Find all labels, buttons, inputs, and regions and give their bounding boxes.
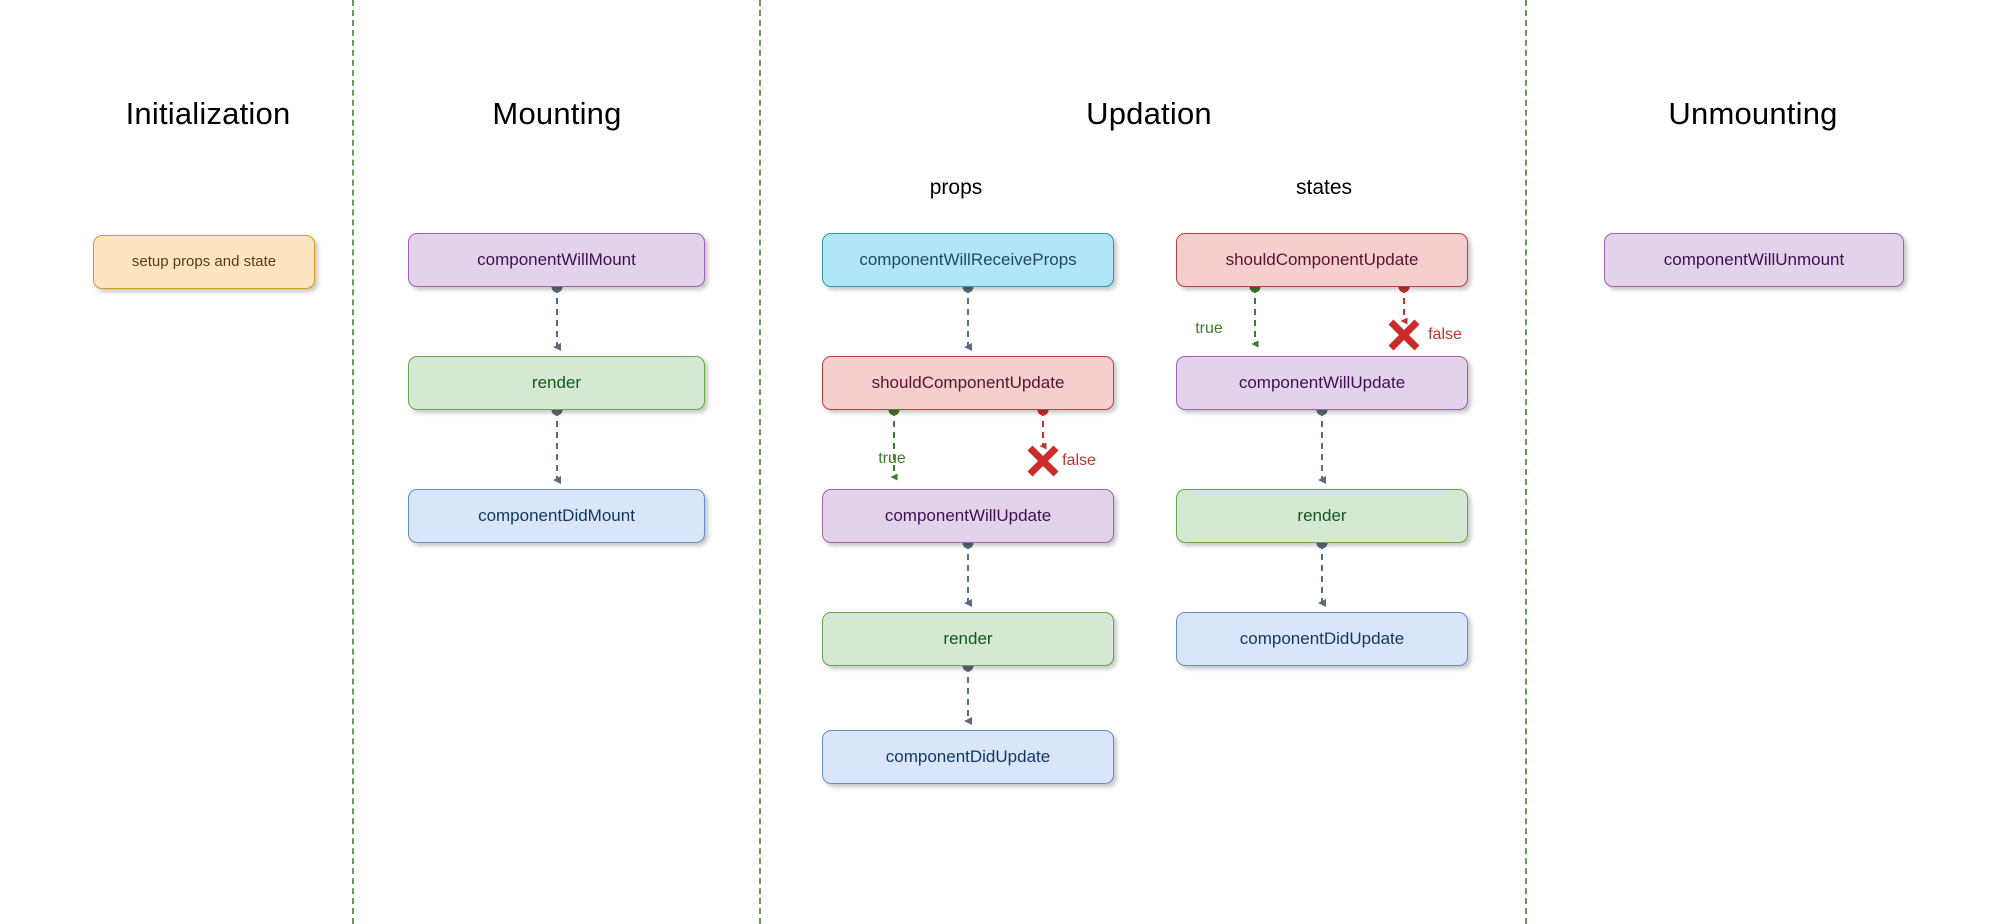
phase-title-unmounting: Unmounting [1668,96,1838,131]
lifecycle-node-mounting-will-mount[interactable]: componentWillMount [408,233,705,287]
lifecycle-node-props-will-receive-props[interactable]: componentWillReceiveProps [822,233,1114,287]
column-separator-3 [1525,0,1527,924]
connector-conn-props-1 [962,281,974,351]
connector-conn-mount-2 [551,404,563,484]
lifecycle-node-props-did-update[interactable]: componentDidUpdate [822,730,1114,784]
lifecycle-node-label: render [943,628,993,648]
connector-conn-states-2 [1316,537,1328,607]
lifecycle-node-label: componentDidUpdate [885,746,1051,766]
lifecycle-node-states-will-update[interactable]: componentWillUpdate [1176,356,1468,410]
lifecycle-node-label: shouldComponentUpdate [1225,249,1419,269]
lifecycle-node-label: componentWillUnmount [1663,249,1845,269]
lifecycle-node-label: componentWillReceiveProps [859,249,1077,269]
lifecycle-node-label: componentDidUpdate [1239,628,1405,648]
connector-conn-states-1 [1316,404,1328,484]
lifecycle-node-props-should-update[interactable]: shouldComponentUpdate [822,356,1114,410]
connector-conn-mount-1 [551,281,563,351]
cross-icon-states-branch [1388,319,1420,351]
branch-label-states-branch-false: false [1428,326,1462,343]
lifecycle-node-label: setup props and state [131,252,277,270]
lifecycle-node-mounting-render[interactable]: render [408,356,705,410]
subgroup-title-props: props [929,176,983,199]
lifecycle-node-states-should-update[interactable]: shouldComponentUpdate [1176,233,1468,287]
lifecycle-node-label: componentWillUpdate [884,505,1052,525]
cross-icon-props-branch [1027,445,1059,477]
lifecycle-node-unmounting-will-unmount[interactable]: componentWillUnmount [1604,233,1904,287]
lifecycle-node-props-render[interactable]: render [822,612,1114,666]
lifecycle-node-states-render[interactable]: render [1176,489,1468,543]
phase-title-initialization: Initialization [125,96,291,131]
lifecycle-node-setup-props-and-state[interactable]: setup props and state [93,235,315,289]
lifecycle-node-props-will-update[interactable]: componentWillUpdate [822,489,1114,543]
connector-conn-props-2 [962,537,974,607]
lifecycle-node-label: shouldComponentUpdate [871,372,1065,392]
branch-label-states-branch-true: true [1195,320,1223,337]
branch-label-props-branch-false: false [1062,452,1096,469]
lifecycle-node-label: render [1297,505,1347,525]
lifecycle-node-label: componentDidMount [478,505,635,525]
branch-states-branch-true [1249,281,1261,348]
lifecycle-node-states-did-update[interactable]: componentDidUpdate [1176,612,1468,666]
branch-props-branch-false [1037,404,1049,450]
phase-title-updation: Updation [1086,96,1212,131]
subgroup-title-states: states [1295,176,1353,199]
lifecycle-node-label: render [531,372,582,392]
lifecycle-node-label: componentWillUpdate [1238,372,1406,392]
phase-title-mounting: Mounting [492,96,622,131]
connector-conn-props-3 [962,660,974,725]
branch-states-branch-false [1398,281,1410,325]
column-separator-1 [352,0,354,924]
lifecycle-node-mounting-did-mount[interactable]: componentDidMount [408,489,705,543]
branch-label-props-branch-true: true [878,450,906,467]
lifecycle-node-label: componentWillMount [477,249,636,269]
column-separator-2 [759,0,761,924]
